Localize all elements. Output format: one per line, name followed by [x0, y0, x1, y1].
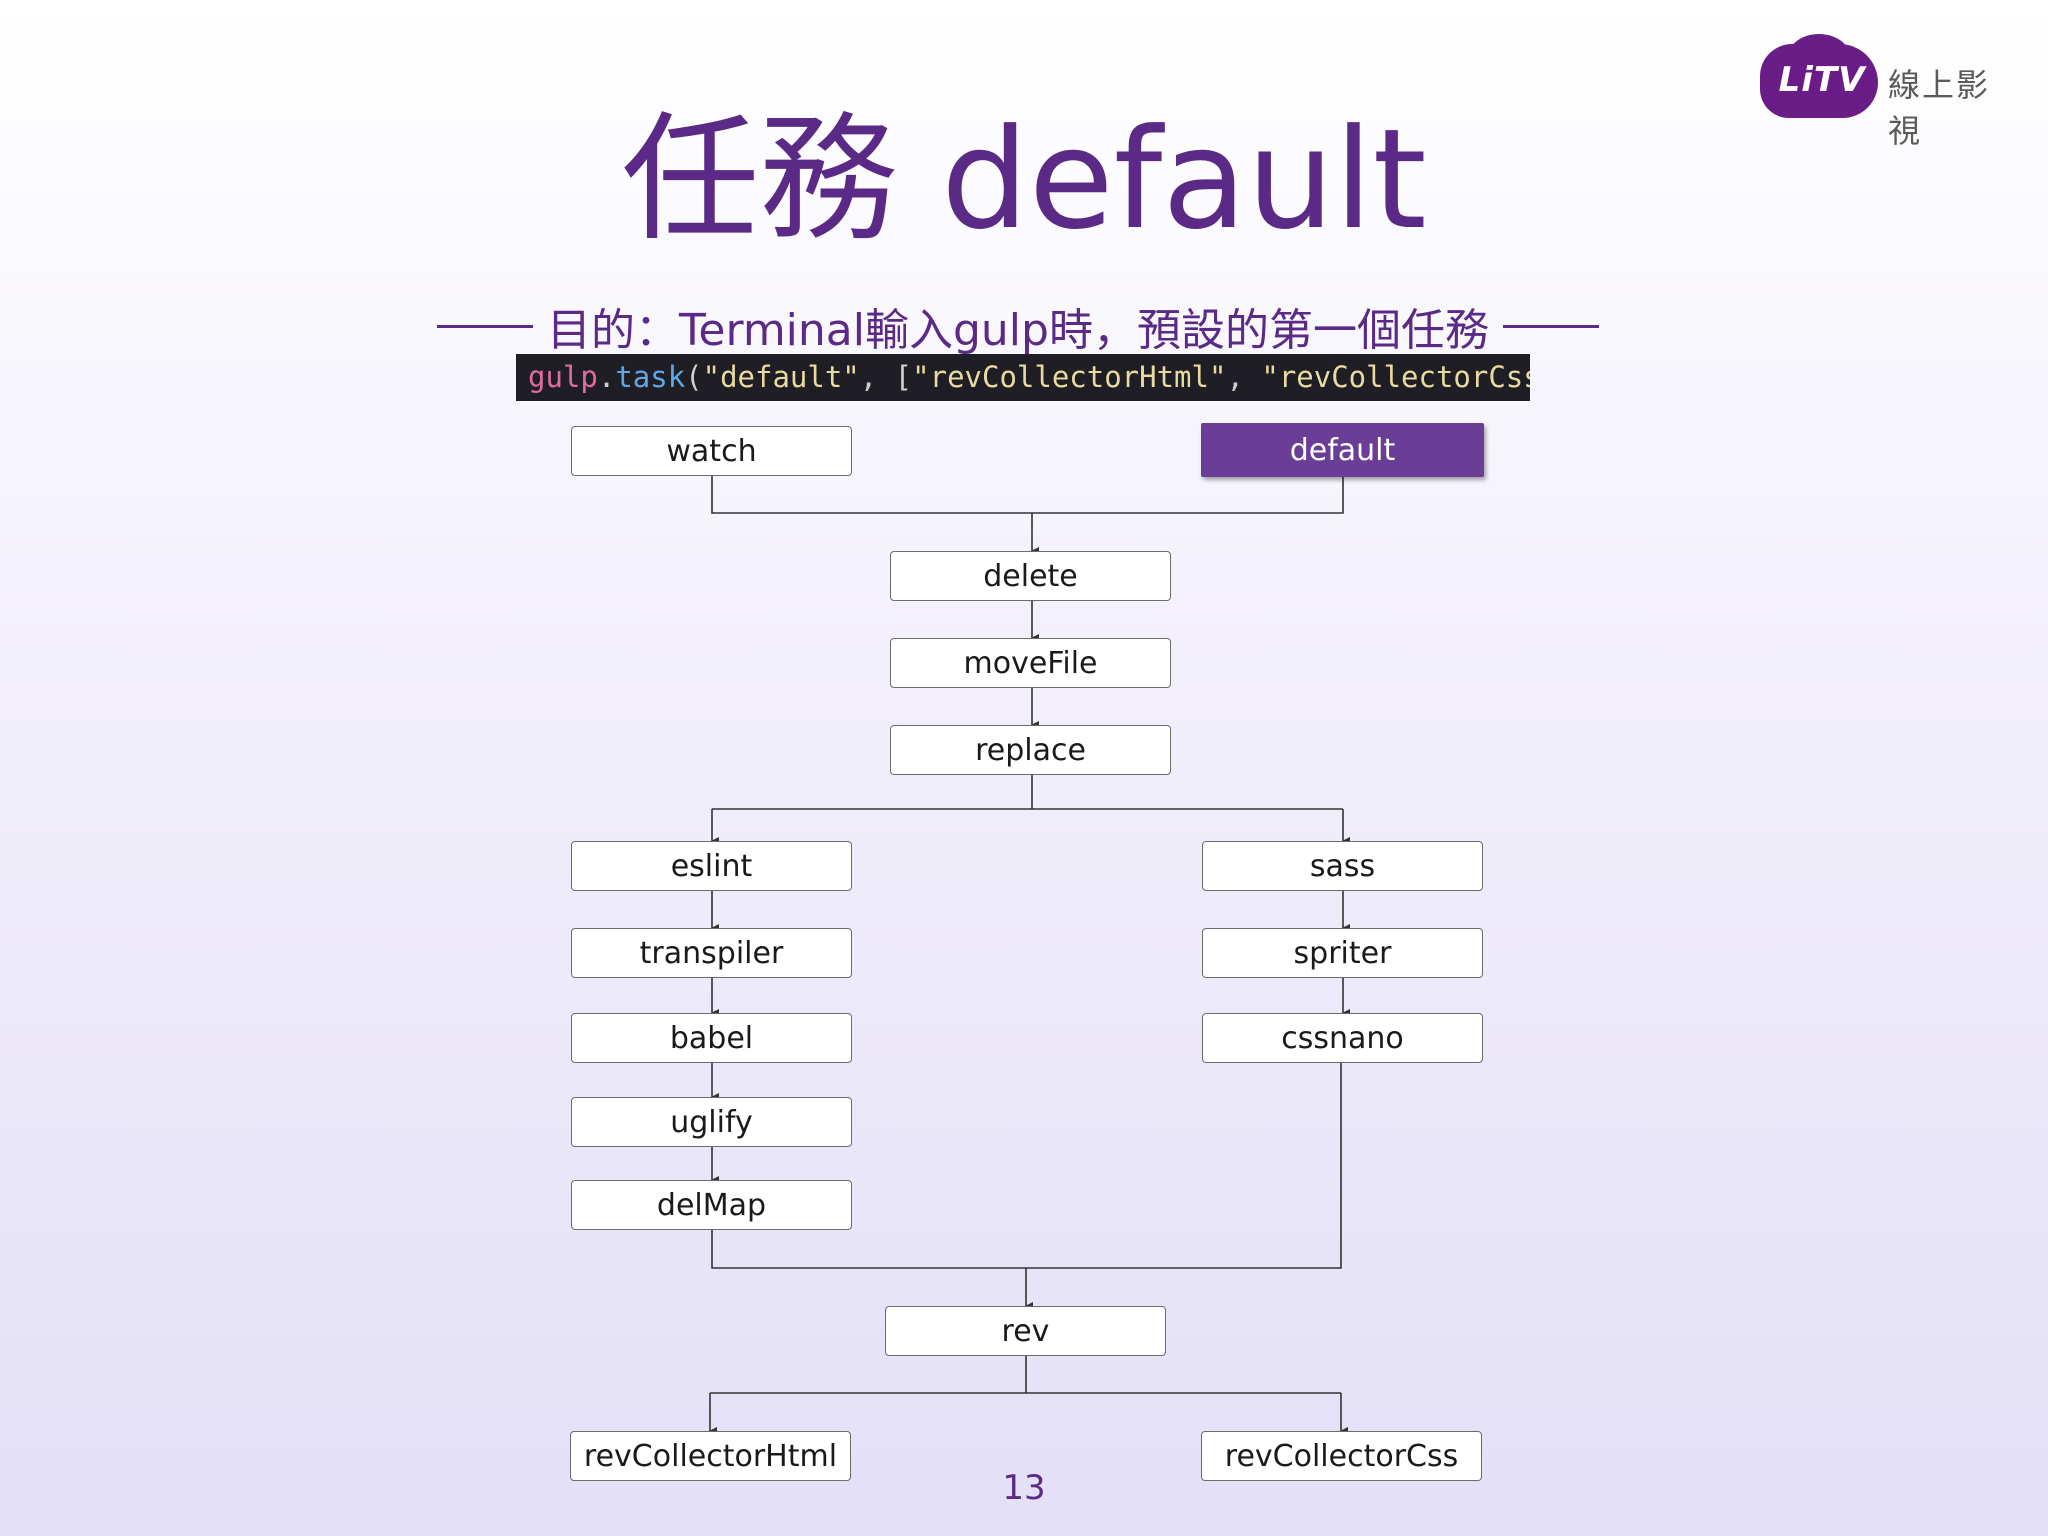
- slide-title: 任務 default: [621, 99, 1427, 260]
- slide-subtitle: 目的：Terminal輸入gulp時，預設的第一個任務: [547, 305, 1489, 356]
- node-cssnano: cssnano: [1202, 1013, 1483, 1063]
- node-spriter: spriter: [1202, 928, 1483, 978]
- node-watch: watch: [571, 426, 852, 476]
- code-separator: , [: [859, 360, 913, 394]
- code-function: task: [615, 360, 686, 394]
- code-snippet: gulp.task("default", ["revCollectorHtml"…: [516, 354, 1530, 401]
- code-arg-revcollectorcss: "revCollectorCss": [1261, 360, 1530, 394]
- connector-watch-default-to-delete: [711, 475, 1344, 514]
- node-sass: sass: [1202, 841, 1483, 891]
- code-open-paren: (: [685, 360, 703, 394]
- left-dash: [437, 324, 534, 328]
- right-dash: [1502, 324, 1599, 328]
- node-rev: rev: [885, 1306, 1166, 1356]
- code-dot: .: [597, 360, 616, 394]
- node-delete: delete: [890, 551, 1171, 601]
- code-arg-default: "default": [702, 360, 860, 394]
- code-separator: ,: [1226, 360, 1262, 394]
- node-uglify: uglify: [571, 1097, 852, 1147]
- subtitle-row: 目的：Terminal輸入gulp時，預設的第一個任務: [410, 296, 1626, 356]
- logo-cloud-shape: [1760, 34, 1878, 118]
- connector-replace-split: [712, 774, 1343, 810]
- connector-delmap-cssnano-join: [711, 1063, 1342, 1269]
- node-delmap: delMap: [571, 1180, 852, 1230]
- logo-mark: LiTV: [1778, 60, 1866, 100]
- page-number: 13: [1002, 1468, 1046, 1508]
- node-movefile: moveFile: [890, 638, 1171, 688]
- node-default: default: [1201, 423, 1484, 477]
- node-transpiler: transpiler: [571, 928, 852, 978]
- litv-logo: LiTV 線上影視: [1760, 34, 2020, 150]
- code-arg-revcollectorhtml: "revCollectorHtml": [912, 360, 1227, 394]
- node-revcollectorhtml: revCollectorHtml: [570, 1431, 851, 1481]
- code-object: gulp: [528, 360, 598, 394]
- connector-rev-split: [710, 1355, 1341, 1394]
- node-revcollectorcss: revCollectorCss: [1201, 1431, 1482, 1481]
- node-replace: replace: [890, 725, 1171, 775]
- logo-text: 線上影視: [1888, 66, 1991, 150]
- node-eslint: eslint: [571, 841, 852, 891]
- node-babel: babel: [571, 1013, 852, 1063]
